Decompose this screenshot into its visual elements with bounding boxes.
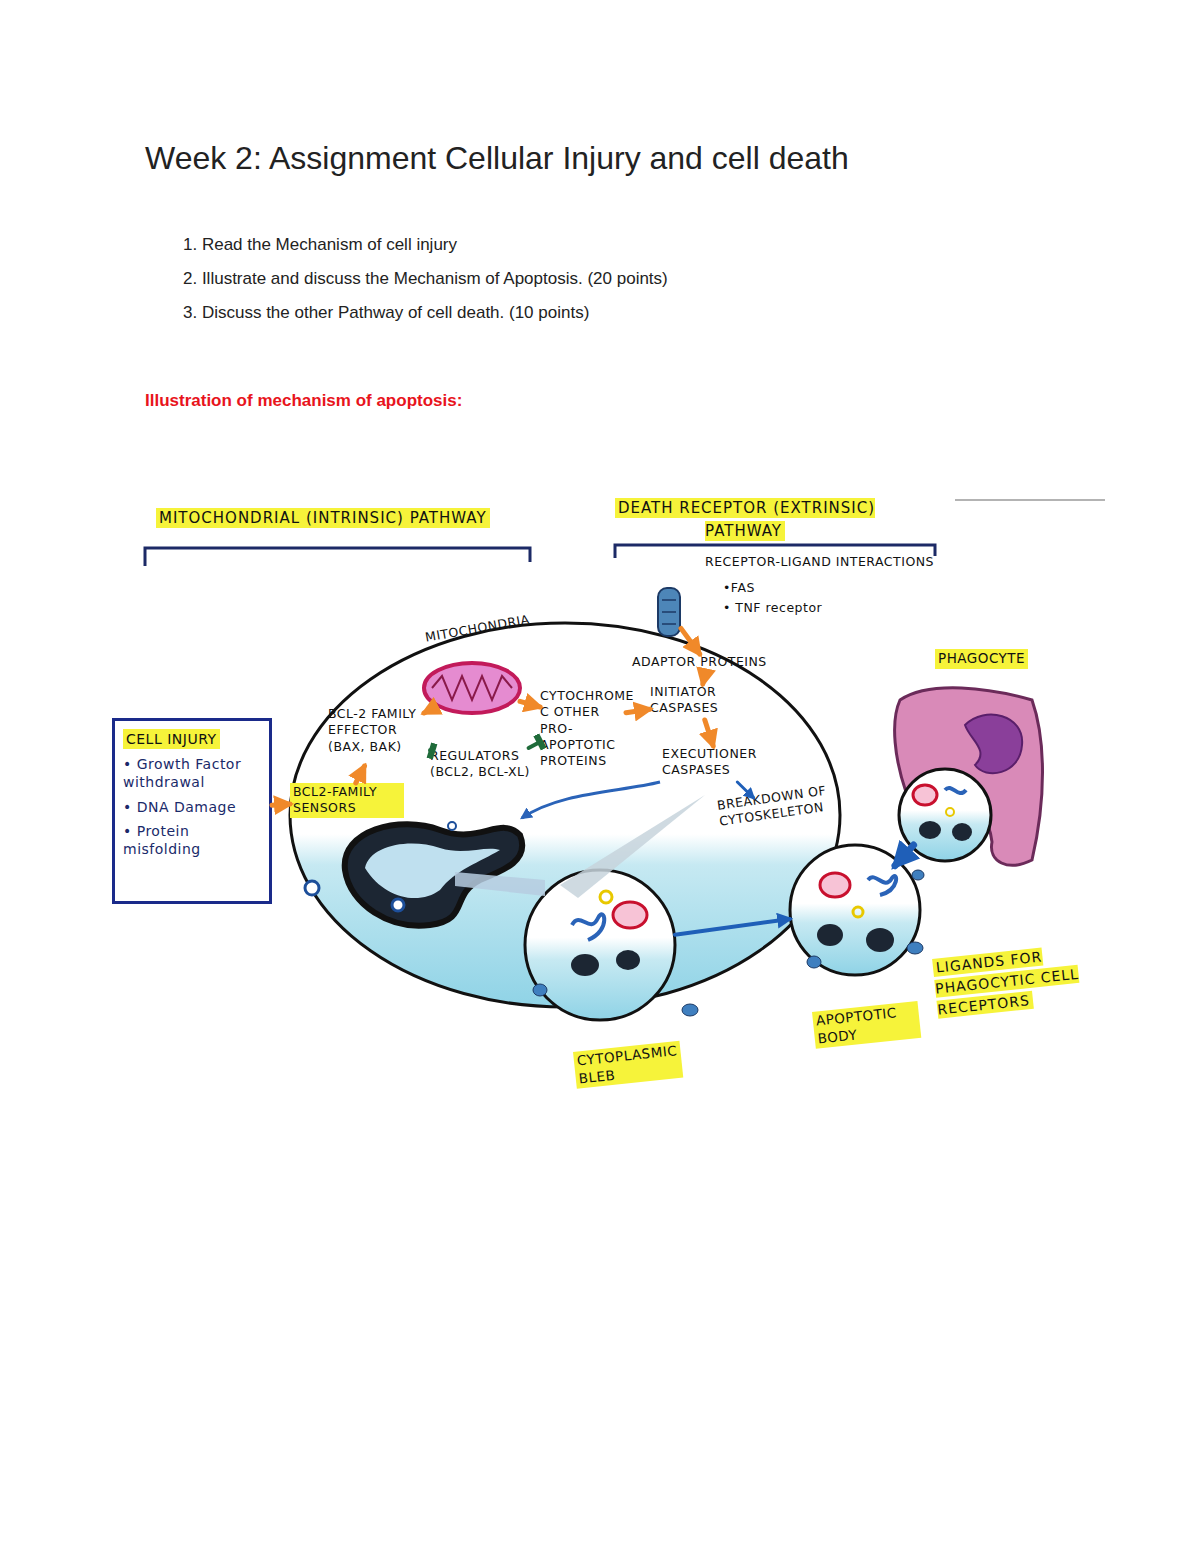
bcl2-regulators: REGULATORS (BCL2, BCL-XL) [430,748,552,788]
mitochondrion [613,902,647,928]
caspase-arrow [522,782,660,818]
node-body-text: •FAS [723,580,923,596]
bracket [145,548,530,566]
node-text: ADAPTOR PROTEINS [632,654,782,670]
pathway-arrow [626,709,650,713]
node-text: CYTOPLASMIC BLEB [573,1041,683,1089]
diagram-label: LIGANDS FOR PHAGOCYTIC CELL RECEPTORS [932,948,1080,1019]
pathway-arrow [520,701,540,707]
er-fragment [945,788,966,793]
organelle [853,907,863,917]
ligand [682,1004,698,1016]
label-box: LIGANDS FOR PHAGOCYTIC CELL RECEPTORS [932,940,1108,1020]
node-text: RECEPTOR-LIGAND INTERACTIONS [705,554,995,570]
node-text: PHAGOCYTE [935,649,1028,669]
label-box: MITOCHONDRIAL (INTRINSIC) PATHWAY [156,507,556,530]
nucleus [345,824,523,925]
page-title: Week 2: Assignment Cellular Injury and c… [145,140,849,177]
nuclear-fragment [817,924,843,946]
section-label: Illustration of mechanism of apoptosis: [145,391,462,410]
nuclear-fragment [571,954,599,976]
node-text: APOPTOTIC BODY [812,1001,921,1049]
death-receptor: RECEPTOR-LIGAND INTERACTIONS•FAS• TNF re… [657,588,681,636]
apoptotic-body [790,845,920,975]
cytoplasmic-bleb [525,870,675,1020]
mitochondria: MITOCHONDRIA [424,662,520,714]
pathway-arrow [703,674,705,684]
initiator-caspases: INITIATOR CASPASES [650,684,748,720]
executioner-caspases: EXECUTIONER CASPASES [662,746,776,782]
diagram-label: MITOCHONDRIAL (INTRINSIC) PATHWAY [156,508,490,528]
label-box: 1. Read the Mechanism of cell injury [183,232,983,258]
nuclear-fragment [866,928,894,952]
inhibition-connector [529,742,540,748]
node-text: CYTOCHROME C OTHER PRO-APOPTOTIC PROTEIN… [540,688,626,769]
nuclear-fragment [952,823,972,841]
label-box: 3. Discuss the other Pathway of cell dea… [183,300,983,326]
label-box: 2. Illustrate and discuss the Mechanism … [183,266,983,292]
cristae [432,676,512,700]
cytoplasmic-bleb: CYTOPLASMIC BLEB [525,870,675,1020]
task-item: 1. Read the Mechanism of cell injury [183,235,457,254]
pathway-arrow [895,845,914,866]
phagocyte-nucleus [965,715,1022,774]
mitochondrion [820,873,850,897]
task-item: 3. Discuss the other Pathway of cell dea… [183,303,589,322]
node-text: BCL2-FAMILY SENSORS [290,783,404,818]
bcl2-effector: BCL-2 FAMILY EFFECTOR (BAX, BAK) [328,706,432,766]
node-body-text: • DNA Damage [123,798,261,816]
engulfed-body [899,769,991,861]
ligand [912,870,924,880]
organelle [946,808,954,816]
adaptor-proteins: ADAPTOR PROTEINS [632,654,782,674]
death-receptor [658,588,680,636]
ligand [807,956,821,968]
node-text: CELL INJURY [123,729,220,749]
phagocyte-cell [895,688,1043,865]
label-box: Illustration of mechanism of apoptosis: [145,388,945,414]
pathway-arrow [424,709,432,713]
pathway-arrow [272,804,290,805]
er-fragment [868,876,896,895]
pathway-arrow [681,628,700,654]
nuclear-fragment [919,821,941,839]
bcl2-sensors: BCL2-FAMILY SENSORS [290,783,404,817]
node-body-text: • Protein misfolding [123,822,261,858]
mitochondrion [913,785,937,805]
node-body-text: • TNF receptor [723,600,923,616]
task-item: 2. Illustrate and discuss the Mechanism … [183,269,668,288]
node-text: REGULATORS (BCL2, BCL-XL) [430,748,552,781]
pathway-arrow [675,919,790,935]
organelle [600,891,612,903]
pathway-arrow [705,720,713,746]
nuclear-fragment [616,950,640,970]
node-text: INITIATOR CASPASES [650,684,748,717]
node-text: EXECUTIONER CASPASES [662,746,776,779]
ligand [533,984,547,996]
phagocyte: PHAGOCYTE [895,685,1045,880]
er-fragment [572,914,604,940]
node-body-text: • Growth Factor withdrawal [123,755,261,791]
receptor-stripes [662,600,676,624]
organelle [448,822,456,830]
cytoskeleton-breakdown: BREAKDOWN OF CYTOSKELETON [716,798,834,840]
pathway-arrow [356,766,365,783]
organelle [392,899,404,911]
diagram-label: DEATH RECEPTOR (EXTRINSIC) PATHWAY [615,498,875,541]
rule-line [955,499,1105,501]
organelle [305,881,319,895]
ligand [907,942,923,954]
cytochrome-c: CYTOCHROME C OTHER PRO-APOPTOTIC PROTEIN… [540,688,626,750]
cell-injury-box: CELL INJURY • Growth Factor withdrawal • D… [112,718,272,904]
nucleus-detail [365,844,500,899]
shift-arrow [455,872,545,896]
apoptotic-body: APOPTOTIC BODY [790,845,920,975]
mitochondrion [424,663,520,713]
label-box: DEATH RECEPTOR (EXTRINSIC) PATHWAY [600,497,890,542]
node-text: BCL-2 FAMILY EFFECTOR (BAX, BAK) [328,706,432,755]
shift-arrow [560,795,705,898]
